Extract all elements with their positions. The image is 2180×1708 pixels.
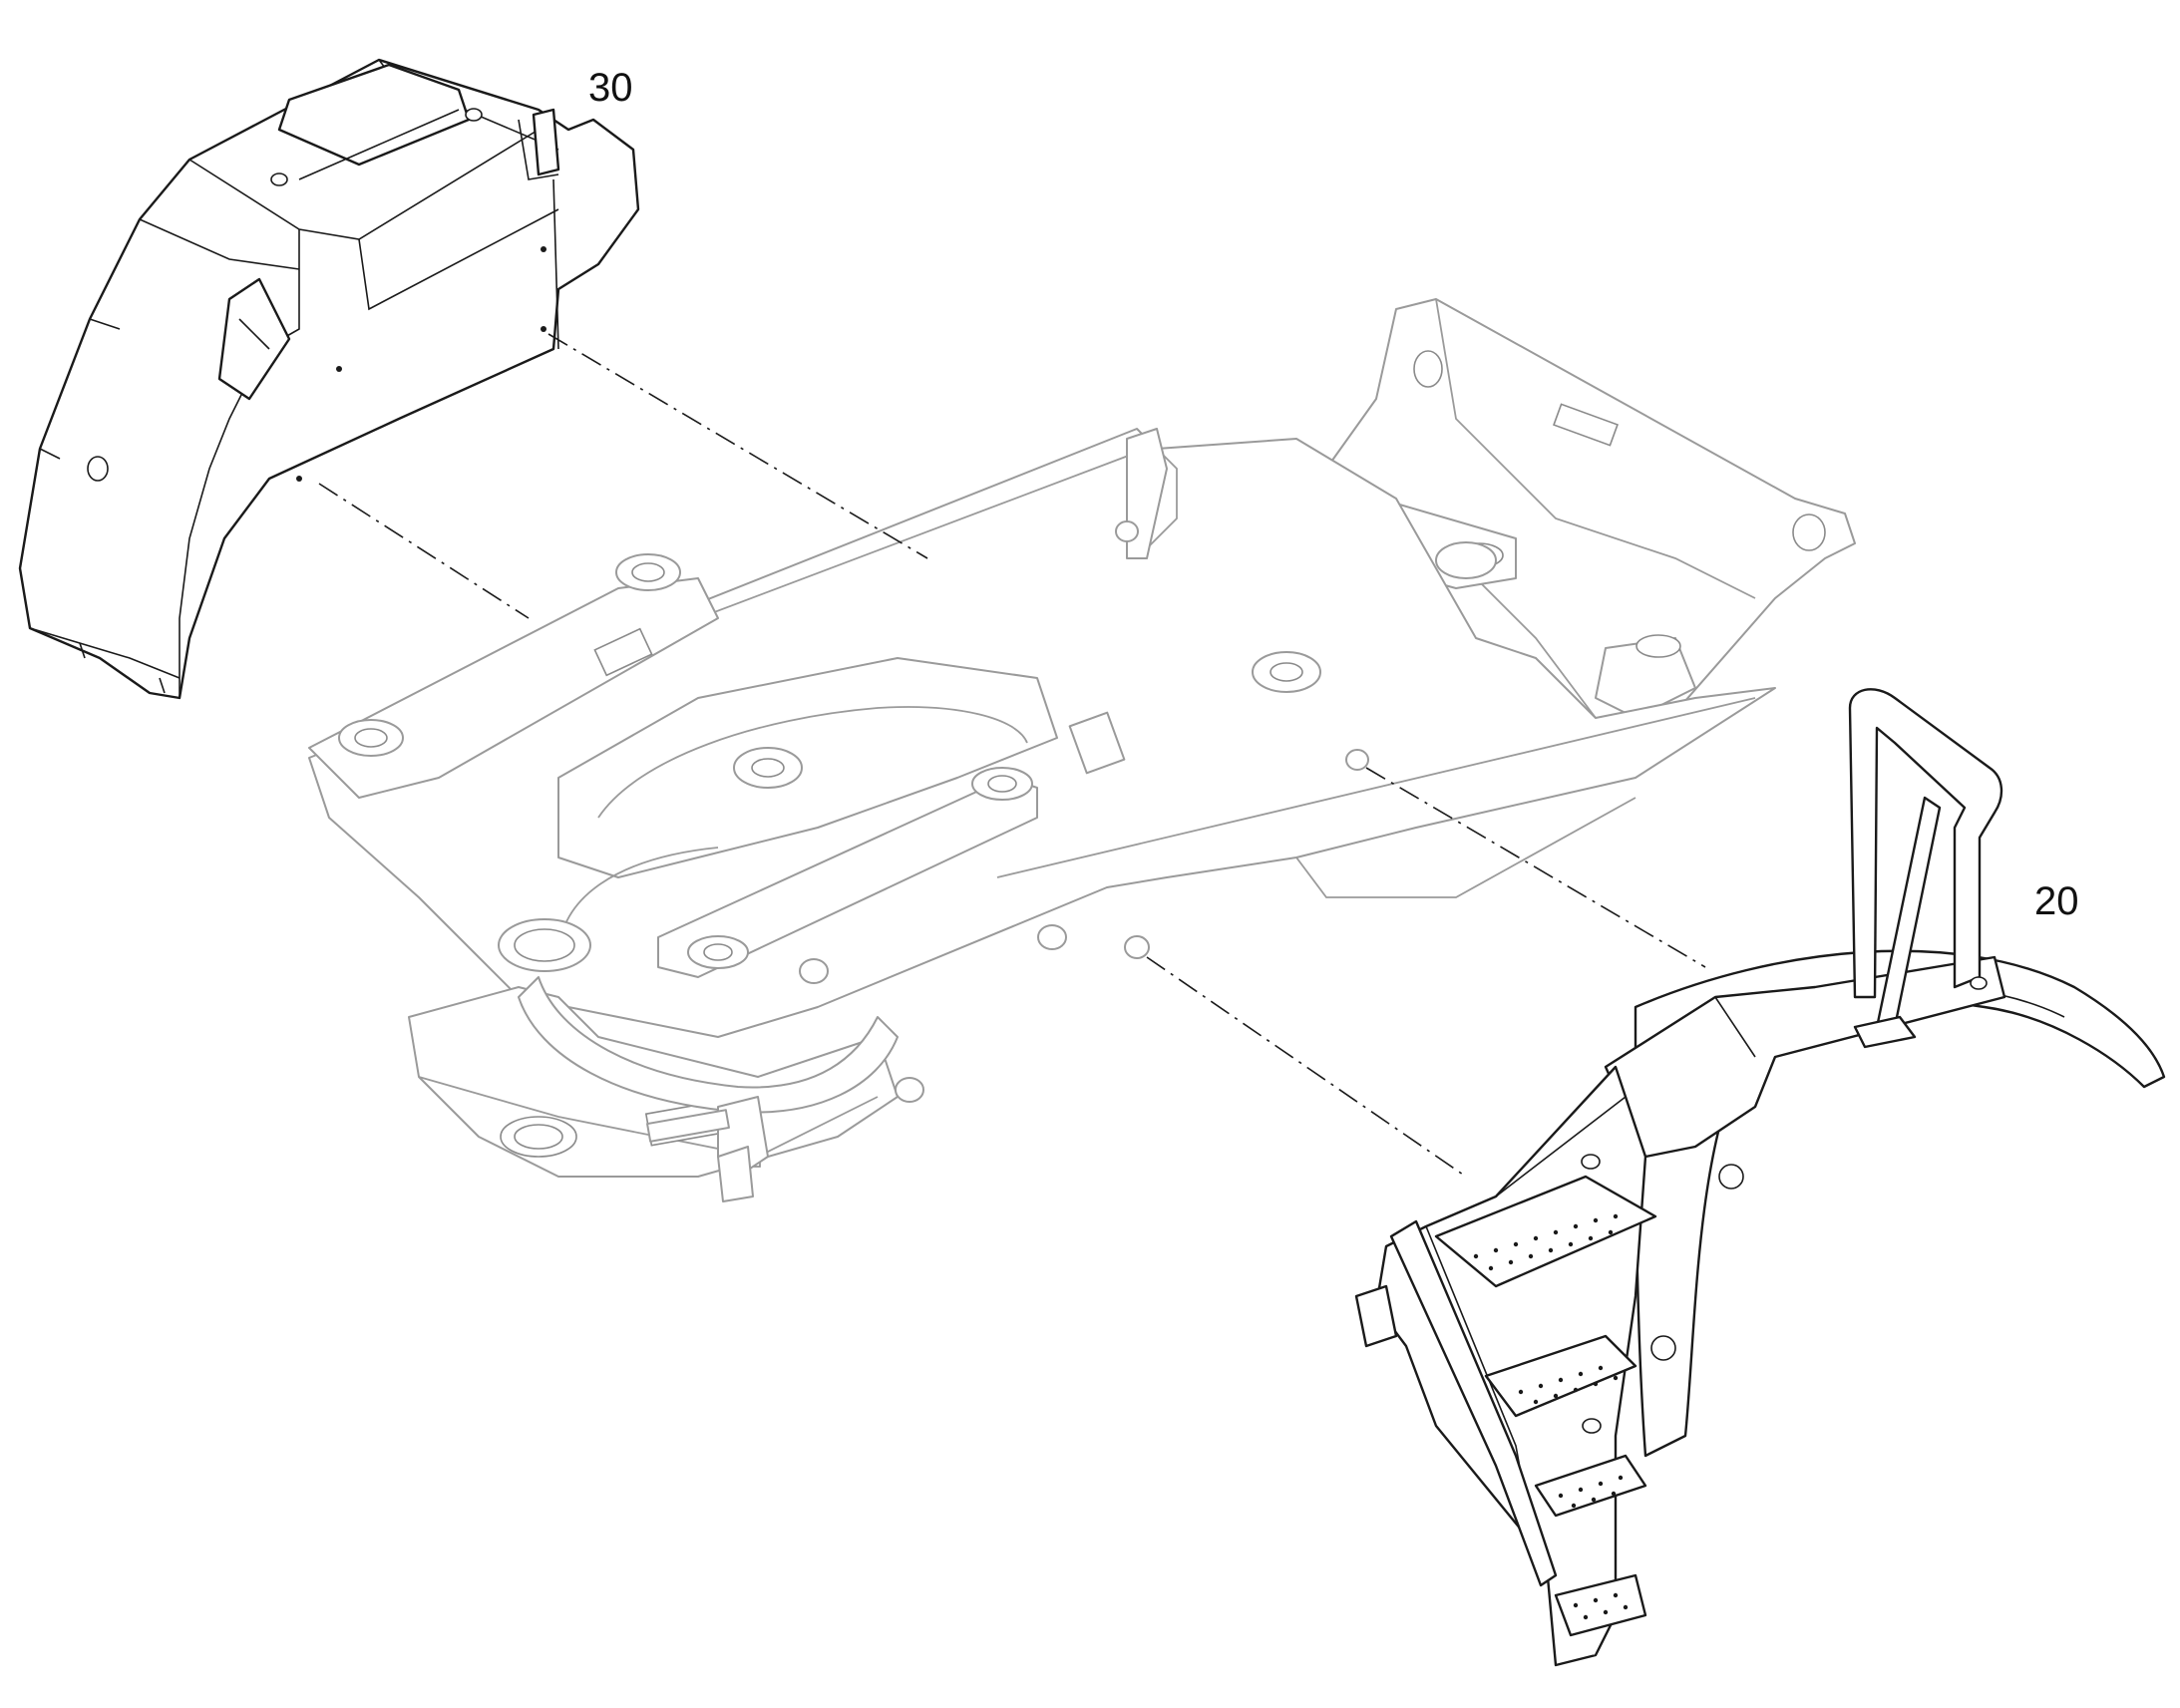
callout-label-30: 30 bbox=[588, 66, 633, 110]
part-20-step-assembly bbox=[1354, 688, 2166, 1667]
chassis-frame bbox=[308, 298, 1856, 1202]
callout-label-20: 20 bbox=[2034, 879, 2079, 923]
step-perforations bbox=[1473, 1213, 1629, 1620]
assembly-centerlines bbox=[318, 333, 1706, 1178]
part-30-fender bbox=[18, 58, 640, 700]
